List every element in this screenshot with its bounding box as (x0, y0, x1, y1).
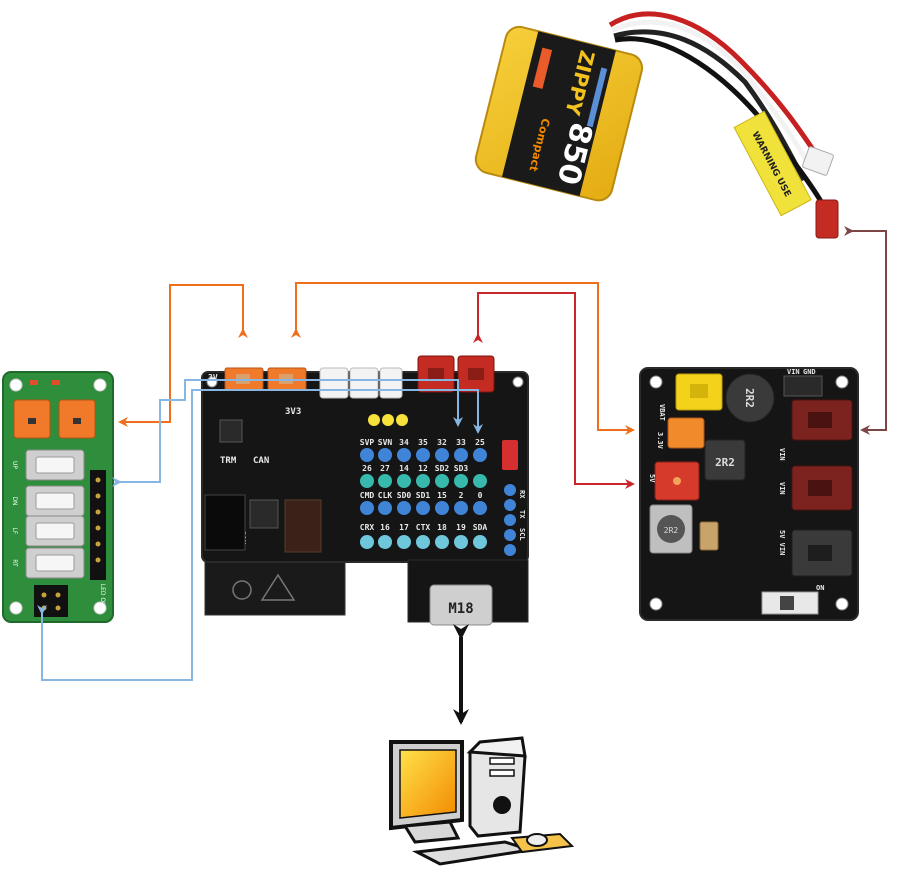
header-label-27: 27 (380, 464, 390, 473)
button-label-left: LF (11, 528, 18, 535)
maroon-link-battery (844, 226, 887, 435)
power-label-5v: 5V (648, 474, 656, 483)
header-label-14: 14 (399, 464, 409, 473)
header-label-clk: CLK (378, 491, 393, 500)
power-label-5v-vin: 5V VIN (778, 530, 786, 555)
header-label-12: 12 (418, 464, 428, 473)
header-label-35: 35 (418, 438, 428, 447)
power-label-3v3: 3.3V (656, 432, 664, 450)
side-label-tx: TX (518, 510, 526, 519)
lipo-battery: ZIPPY 850 Compact WARNING USE (474, 11, 839, 239)
header-label-crx: CRX (360, 523, 375, 532)
header-label-26: 26 (362, 464, 372, 473)
button-label-led-out: LED OUT (99, 584, 106, 611)
button-label-right: RT (11, 559, 18, 567)
power-label-gnd: GND (803, 368, 816, 376)
header-label-19: 19 (456, 523, 466, 532)
power-label-vbat: VBAT (658, 404, 666, 421)
header-label-0: 0 (478, 491, 483, 500)
side-label-rx: RX (518, 490, 526, 499)
button-label-down: DN (11, 496, 18, 505)
power-label-vin-a: VIN (778, 448, 786, 461)
header-label-sd2: SD2 (435, 464, 450, 473)
label-trm: TRM (220, 456, 237, 466)
blue-link-jumper (37, 389, 483, 681)
header-label-33: 33 (456, 438, 466, 447)
header-label-17: 17 (399, 523, 409, 532)
header-label-15: 15 (437, 491, 447, 500)
header-label-16: 16 (380, 523, 390, 532)
header-label-sda: SDA (473, 523, 488, 532)
usb-label: M18 (448, 601, 473, 617)
button-board: UP DN LF RT LED OUT (2, 371, 114, 623)
inductor-label-b: 2R2 (715, 456, 735, 469)
header-label-sd0: SD0 (397, 491, 412, 500)
computer-icon (389, 736, 575, 866)
header-label-cmd: CMD (360, 491, 375, 500)
main-board: M18 3V 3V3 TRM CAN CAN SVP (201, 355, 529, 626)
header-label-sd1: SD1 (416, 491, 431, 500)
inductor-label-c: 2R2 (664, 526, 679, 535)
header-label-32: 32 (437, 438, 447, 447)
header-label-svn: SVN (378, 438, 393, 447)
label-can: CAN (253, 456, 269, 466)
label-3v3: 3V3 (285, 407, 301, 417)
side-label-scl: SCL (518, 528, 526, 541)
button-label-up: UP (11, 461, 18, 469)
power-label-vin-b: VIN (778, 482, 786, 495)
header-label-svp: SVP (360, 438, 375, 447)
header-label-34: 34 (399, 438, 409, 447)
red-link-powerboard (473, 292, 635, 489)
header-label-ctx: CTX (416, 523, 431, 532)
yellow-pin-row (368, 414, 408, 426)
header-label-2: 2 (459, 491, 464, 500)
power-switch-label: ON (816, 584, 824, 592)
header-label-18: 18 (437, 523, 447, 532)
inductor-label-a: 2R2 (743, 388, 756, 408)
header-label-sd3: SD3 (454, 464, 469, 473)
power-board: 2R2 2R2 2R2 ON VIN GND VBAT 3.3V 5V VIN (639, 367, 859, 621)
power-label-vin: VIN (787, 368, 800, 376)
header-label-25: 25 (475, 438, 485, 447)
